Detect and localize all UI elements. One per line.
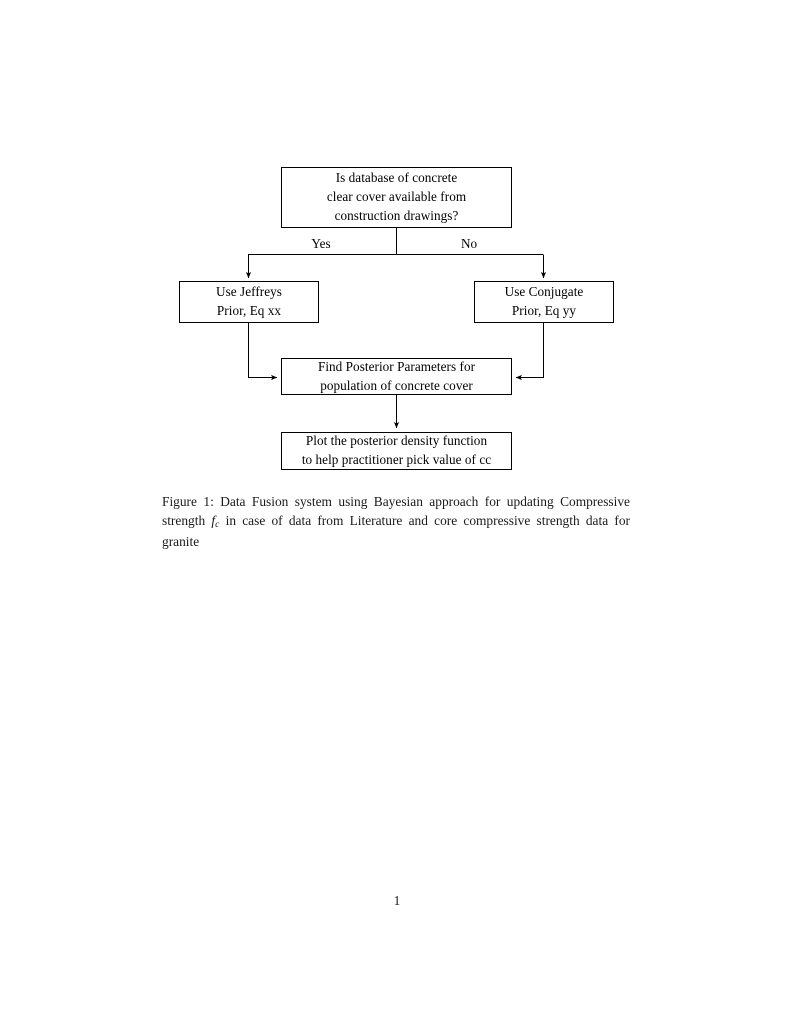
figure-caption-text-1: Data Fusion system using Bayesian approa… [162, 494, 630, 529]
node-conjugate-line-1: Use Conjugate [504, 284, 584, 300]
math-symbol-subscript: c [215, 519, 220, 531]
figure-caption: Figure 1: Data Fusion system using Bayes… [162, 492, 630, 551]
flowchart-connectors [245, 228, 547, 429]
node-posterior-line-2: population of concrete cover [320, 377, 473, 393]
page-number: 1 [393, 893, 401, 908]
flowchart-node-jeffreys-prior: Use Jeffreys Prior, Eq xx [179, 281, 319, 323]
node-conjugate-line-2: Prior, Eq yy [511, 303, 577, 318]
node-jeffreys-line-2: Prior, Eq xx [216, 303, 282, 318]
node-plot-line-1: Plot the posterior density function [305, 433, 488, 449]
flowchart-node-question: Is database of concrete clear cover avai… [281, 167, 512, 228]
connector-jeffreys-to-posterior [248, 323, 278, 381]
edge-label-no: No [460, 236, 478, 251]
math-symbol-base: f [211, 513, 216, 529]
edge-label-yes: Yes [311, 236, 331, 251]
node-posterior-line-1: Find Posterior Parameters for [317, 358, 476, 374]
node-question-line-3: construction drawings? [334, 207, 459, 223]
flowchart-node-plot-density: Plot the posterior density function to h… [281, 432, 512, 470]
connector-conjugate-to-posterior [515, 323, 544, 381]
figure-caption-math-symbol: fc [211, 513, 220, 531]
flowchart-node-find-posterior: Find Posterior Parameters for population… [281, 358, 512, 395]
node-jeffreys-line-1: Use Jeffreys [216, 284, 282, 300]
figure-caption-text-2: in case of data from Literature and core… [162, 513, 630, 549]
node-question-line-2: clear cover available from [326, 189, 467, 205]
node-plot-line-2: to help practitioner pick value of cc [301, 452, 492, 467]
flowchart-node-conjugate-prior: Use Conjugate Prior, Eq yy [474, 281, 614, 323]
node-question-line-1: Is database of concrete [335, 170, 458, 186]
figure-caption-label: Figure 1: [162, 494, 214, 509]
